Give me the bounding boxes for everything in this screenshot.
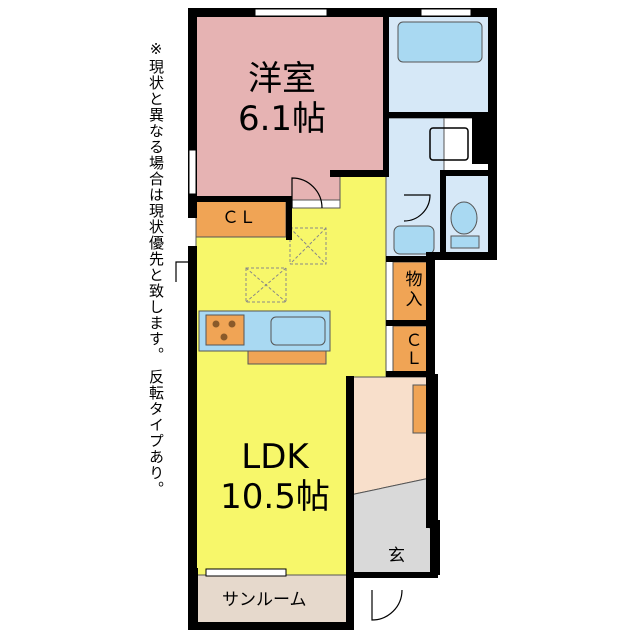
western-room-label: 洋室 6.1帖 xyxy=(222,62,342,136)
cl-upper-area xyxy=(195,199,287,238)
ldk-label: LDK 10.5帖 xyxy=(205,440,345,514)
storage-label: 物入 xyxy=(405,270,423,310)
western-room-area xyxy=(195,13,387,201)
kitchen-cabinet xyxy=(247,350,327,365)
ldk-name: LDK xyxy=(241,437,309,477)
disclaimer-note: ※現状と異なる場合は現状優先と致します。 反転タイプあり。 xyxy=(147,40,165,497)
ceiling-marks xyxy=(245,227,327,303)
windows xyxy=(188,8,472,577)
washbasin xyxy=(393,225,435,255)
sunroom-label: サンルーム xyxy=(222,590,307,610)
burner xyxy=(212,320,220,328)
toilet-bowl xyxy=(450,201,478,235)
cl-upper-label: ＣＬ xyxy=(222,208,256,228)
walls xyxy=(188,8,497,630)
western-room-size: 6.1帖 xyxy=(237,99,327,139)
ldk-size: 10.5帖 xyxy=(220,477,330,517)
western-room-name: 洋室 xyxy=(248,59,316,99)
entrance-label: 玄 xyxy=(388,546,405,566)
sink xyxy=(270,316,326,346)
stove xyxy=(205,314,245,346)
burner xyxy=(228,320,236,328)
toilet-tank xyxy=(450,235,480,249)
washing-machine xyxy=(429,127,469,161)
bathtub xyxy=(397,21,483,63)
burner xyxy=(220,333,228,341)
cl-right-label: ＣＬ xyxy=(405,331,423,369)
